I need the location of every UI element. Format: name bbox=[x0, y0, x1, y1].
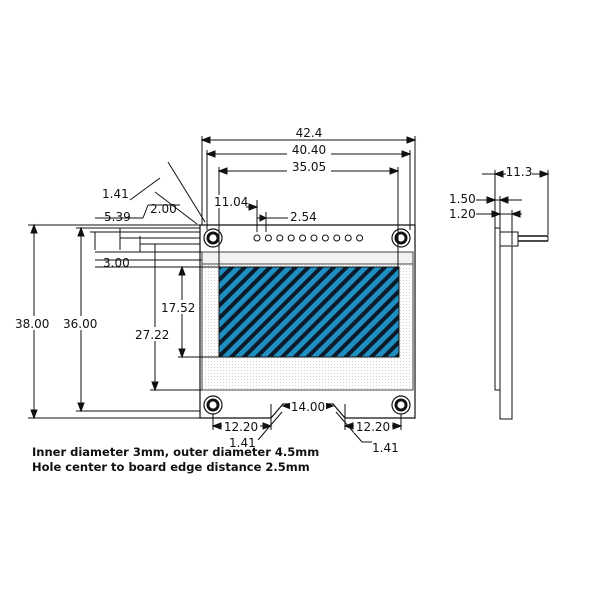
dim-hole-spacing-h: 40.40 bbox=[292, 143, 326, 157]
mounting-hole-bottom-left bbox=[203, 395, 223, 415]
note-hole-distance: Hole center to board edge distance 2.5mm bbox=[32, 460, 310, 474]
dim-top-to-hole: 5.39 bbox=[104, 210, 131, 224]
dim-pin-pitch-lines bbox=[257, 212, 288, 232]
header-pin bbox=[299, 234, 307, 242]
side-view bbox=[494, 227, 549, 420]
header-pin bbox=[333, 234, 341, 242]
dim-board-width: 42.4 bbox=[296, 126, 323, 140]
board-outline bbox=[199, 224, 416, 419]
pin-header bbox=[253, 234, 364, 242]
header-pin bbox=[264, 234, 272, 242]
dim-board-width-lines bbox=[200, 136, 417, 225]
dim-notch-left: 12.20 bbox=[224, 420, 258, 434]
dim-board-height-lines bbox=[28, 223, 200, 420]
dim-chamfer-top-lines bbox=[129, 161, 206, 225]
dim-side-depth: 11.3 bbox=[506, 165, 533, 179]
dim-notch-lines bbox=[211, 402, 403, 443]
dim-chamfer-top: 1.41 bbox=[102, 187, 129, 201]
dim-pin-pitch: 2.54 bbox=[290, 210, 317, 224]
dim-top-to-display-lines bbox=[95, 251, 219, 268]
dim-chamfer-bottom-right: 1.41 bbox=[372, 441, 399, 455]
mounting-hole-top-right bbox=[391, 228, 411, 248]
side-glass bbox=[494, 227, 501, 391]
dim-display-bottom-lines bbox=[150, 244, 202, 392]
mounting-hole-top-left bbox=[203, 228, 223, 248]
glass-top-band bbox=[201, 251, 414, 265]
display-area bbox=[218, 266, 400, 358]
dim-small-top-lines bbox=[90, 204, 200, 252]
header-pin bbox=[253, 234, 261, 242]
dim-display-width: 35.05 bbox=[292, 160, 326, 174]
mounting-hole-bottom-right bbox=[391, 395, 411, 415]
header-pin bbox=[356, 234, 364, 242]
dim-side-total: 1.50 bbox=[449, 192, 476, 206]
dim-display-height: 17.52 bbox=[161, 301, 195, 315]
dim-side-board: 1.20 bbox=[449, 207, 476, 221]
dim-top-to-pins: 2.00 bbox=[150, 202, 177, 216]
dim-notch-width: 14.00 bbox=[291, 400, 325, 414]
header-pin bbox=[321, 234, 329, 242]
note-hole-diameter: Inner diameter 3mm, outer diameter 4.5mm bbox=[32, 445, 320, 459]
dim-hole-spacing-v: 36.00 bbox=[63, 317, 97, 331]
side-pin-header bbox=[499, 231, 519, 247]
dim-display-bottom: 27.22 bbox=[135, 328, 169, 342]
header-pin bbox=[310, 234, 318, 242]
dim-top-to-display: 3.00 bbox=[103, 256, 130, 270]
dim-board-height: 38.00 bbox=[15, 317, 49, 331]
dim-chamfer-bottom-left: 1.41 bbox=[229, 436, 256, 450]
front-view bbox=[199, 224, 416, 419]
header-pin bbox=[344, 234, 352, 242]
dim-pin-offset: 11.04 bbox=[214, 195, 248, 209]
side-dims-lines bbox=[476, 170, 550, 245]
header-pin bbox=[287, 234, 295, 242]
side-board bbox=[499, 244, 513, 420]
dim-notch-right: 12.20 bbox=[356, 420, 390, 434]
header-pin bbox=[276, 234, 284, 242]
